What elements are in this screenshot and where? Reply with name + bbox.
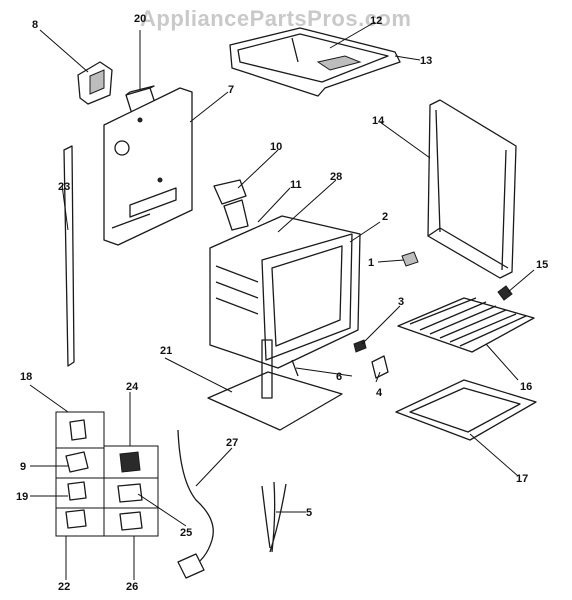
callout-16: 16 xyxy=(520,381,532,393)
callout-22: 22 xyxy=(58,581,70,593)
callout-18: 18 xyxy=(20,371,32,383)
callout-12: 12 xyxy=(370,15,382,27)
callout-11: 11 xyxy=(290,179,302,191)
part-8-bracket xyxy=(77,61,113,105)
callout-3: 3 xyxy=(398,296,404,308)
callout-26: 26 xyxy=(126,581,138,593)
callout-13: 13 xyxy=(420,55,432,67)
part-6-pin xyxy=(291,359,299,377)
callout-7: 7 xyxy=(228,84,234,96)
callout-17: 17 xyxy=(516,473,528,485)
callout-19: 19 xyxy=(16,491,28,503)
callout-5: 5 xyxy=(306,507,312,519)
callout-4: 4 xyxy=(376,387,383,399)
part-13-top-panel xyxy=(229,27,401,97)
part-1-knob xyxy=(401,251,419,267)
callout-24: 24 xyxy=(126,381,139,393)
callout-9: 9 xyxy=(20,461,26,473)
part-2-oven-cavity xyxy=(209,215,361,369)
callout-21: 21 xyxy=(160,345,172,357)
part-10-vent xyxy=(213,179,249,231)
callout-14: 14 xyxy=(372,115,385,127)
callout-23: 23 xyxy=(58,181,70,193)
part-23-strip xyxy=(63,145,75,367)
part-7-back-panel xyxy=(103,87,193,246)
part-27-power-cord xyxy=(177,429,214,579)
callout-10: 10 xyxy=(270,141,282,153)
part-16-oven-rack xyxy=(397,297,535,353)
part-15-clip xyxy=(497,285,513,301)
callout-8: 8 xyxy=(32,19,38,31)
callout-27: 27 xyxy=(226,437,238,449)
part-14-door-frame xyxy=(427,99,517,279)
callout-25: 25 xyxy=(180,527,192,539)
part-4-bolt xyxy=(371,355,389,379)
callout-6: 6 xyxy=(336,371,342,383)
callout-20: 20 xyxy=(134,13,146,25)
callout-2: 2 xyxy=(382,211,388,223)
part-5-harness xyxy=(261,481,287,553)
callout-1: 1 xyxy=(368,257,374,269)
small-parts-box xyxy=(55,411,159,537)
leader-lines xyxy=(29,21,535,580)
part-21-base-plate xyxy=(207,339,343,431)
callout-15: 15 xyxy=(536,259,548,271)
part-17-tray xyxy=(395,379,537,441)
callout-28: 28 xyxy=(330,171,342,183)
